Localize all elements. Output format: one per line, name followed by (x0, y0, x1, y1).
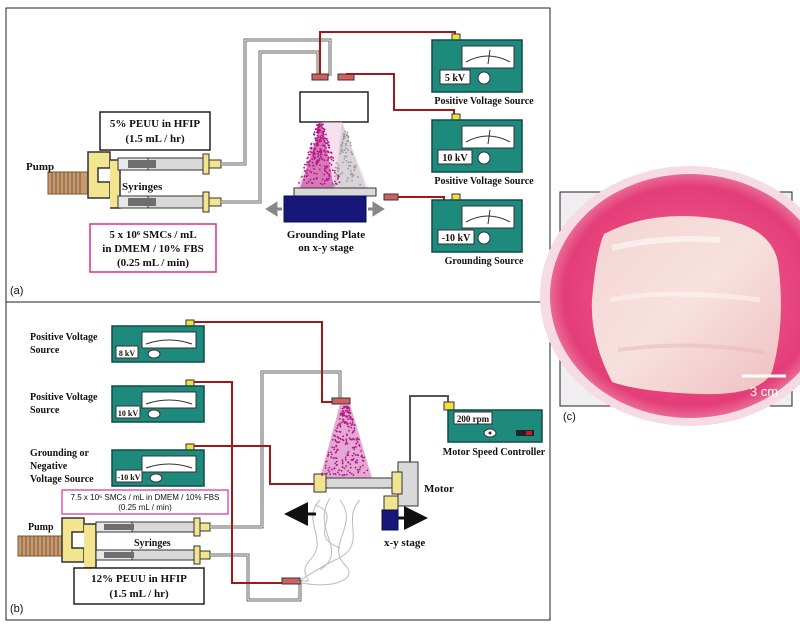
plate-label-line2: on x-y stage (298, 242, 354, 254)
grounding-plate-a (293, 187, 377, 197)
voltage-value-b-1: 8 kV (119, 349, 135, 358)
syringe-top-a (117, 153, 222, 175)
wires-b (194, 321, 332, 584)
ground-clip-a (383, 193, 399, 201)
peuu-box-a-line1: 5% PEUU in HFIP (110, 118, 200, 130)
source-b1-line2: Source (30, 345, 60, 356)
peuu-box-b-line1: 12% PEUU in HFIP (91, 573, 187, 585)
nozzle-left-a (311, 73, 329, 81)
motor-label: Motor (424, 483, 454, 495)
mandrel-b (317, 477, 399, 489)
panel-c: 3 cm (c) (540, 166, 800, 426)
cells-box-a-line1: 5 x 10⁶ SMCs / mL (109, 229, 196, 241)
pump-a (47, 151, 121, 209)
pump-label-a: Pump (26, 161, 54, 173)
source-b3-line2: Negative (30, 461, 68, 472)
source-b1-line1: Positive Voltage (30, 332, 98, 343)
voltage-value-b-3: -10 kV (118, 473, 141, 482)
mandrel-clip-b (313, 473, 327, 493)
voltage-value-a-3: -10 kV (442, 233, 471, 244)
cells-box-b-line1: 7.5 x 10⁶ SMCs / mL in DMEM / 10% FBS (71, 493, 220, 502)
pump-b (17, 517, 97, 569)
spray-particles (298, 123, 369, 477)
peuu-box-a (99, 111, 211, 151)
syringes-label-b: Syringes (134, 538, 171, 549)
engineered-tissue (591, 216, 781, 395)
source-b3-line3: Voltage Source (30, 474, 94, 485)
syringe-bottom-b (95, 545, 211, 565)
shield-box-a (299, 91, 369, 123)
voltage-value-a-1: 5 kV (445, 73, 466, 84)
motor-b (381, 461, 419, 531)
voltage-value-b-2: 10 kV (118, 409, 138, 418)
voltage-source-b-1 (111, 319, 205, 363)
panel-a-label: (a) (10, 285, 23, 297)
source-b3-line1: Grounding or (30, 448, 90, 459)
stage-arrow-left-a (265, 201, 282, 217)
nozzle-bottom-b (281, 577, 301, 585)
source-b2-line1: Positive Voltage (30, 392, 98, 403)
voltage-source-a-2 (431, 113, 523, 173)
syringes-label-a: Syringes (122, 181, 163, 193)
motor-speed-controller (443, 401, 543, 443)
motor-controller-label: Motor Speed Controller (443, 447, 546, 458)
panel-b: (b) Positive Voltage Source Positive Vol… (5, 301, 551, 621)
voltage-label-a-3: Grounding Source (445, 256, 524, 267)
syringe-bottom-a (117, 191, 222, 213)
rpm-value: 200 rpm (457, 414, 490, 424)
voltage-label-a-1: Positive Voltage Source (434, 96, 534, 107)
plate-label-line1: Grounding Plate (287, 229, 365, 241)
nozzle-top-b (331, 397, 351, 405)
voltage-source-a-3 (431, 193, 523, 253)
cells-box-a (89, 223, 217, 273)
source-b2-line2: Source (30, 405, 60, 416)
panel-b-frame (5, 301, 551, 621)
voltage-source-a-1 (431, 33, 523, 93)
peuu-box-a-line2: (1.5 mL / hr) (125, 133, 185, 145)
cells-box-a-line3: (0.25 mL / min) (117, 257, 189, 269)
voltage-value-a-2: 10 kV (442, 153, 468, 164)
syringe-top-b (95, 517, 211, 537)
fiber-web-b (297, 497, 361, 586)
voltage-label-a-2: Positive Voltage Source (434, 176, 534, 187)
panel-c-label: (c) (563, 411, 576, 423)
voltage-source-b-3 (111, 443, 205, 487)
voltage-source-b-2 (111, 379, 205, 423)
peuu-box-b-line2: (1.5 mL / hr) (109, 588, 169, 600)
cells-box-b (61, 489, 229, 515)
cells-box-b-line2: (0.25 mL / min) (118, 503, 172, 512)
panel-b-label: (b) (10, 603, 23, 615)
xy-stage-label-b: x-y stage (384, 537, 425, 549)
xy-stage-a (283, 195, 367, 223)
spray-cone-a (296, 122, 368, 188)
scale-bar-label: 3 cm (750, 384, 778, 399)
cells-box-a-line2: in DMEM / 10% FBS (102, 243, 203, 255)
panel-a: (a) Pump (5, 7, 551, 303)
pump-label-b: Pump (28, 522, 54, 533)
peuu-box-b (73, 567, 205, 605)
stage-arrow-right-a (368, 201, 385, 217)
